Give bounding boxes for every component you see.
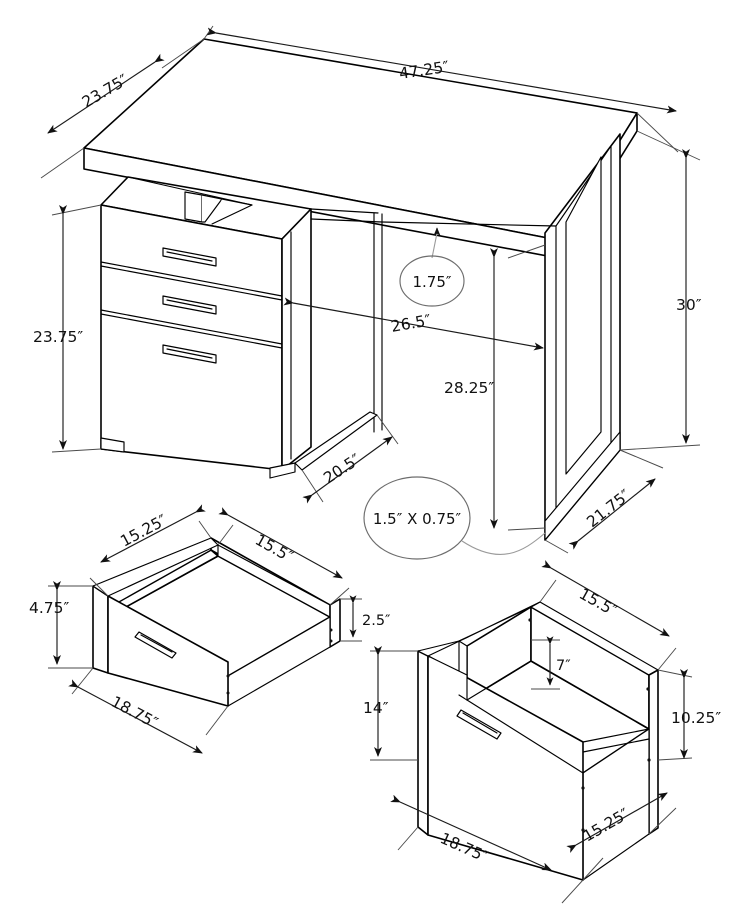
deep-drawer-interior-divider [466, 660, 532, 701]
drawer-divider-1b [100, 265, 283, 301]
deep-drawer-front-edge [417, 650, 429, 836]
dim-line-dd-bottom-depth [566, 792, 668, 853]
desk-brace-underedge [127, 176, 253, 206]
dim-label-leg-depth: 21.75″ [583, 486, 634, 531]
dim-line-top-width [206, 27, 677, 114]
shallow-drawer-wall-right [329, 598, 341, 648]
dim-line-top-depth [47, 53, 165, 134]
dim-label-top-thickness: 1.75″ [412, 273, 451, 291]
dim-line-leg-depth [568, 478, 656, 550]
deep-drawer-front-top-band [417, 636, 469, 657]
dim-line-dd-top-depth [541, 560, 670, 637]
deep-drawer-interior-divider-b [458, 694, 468, 701]
shallow-drawer-front-panel [92, 585, 109, 674]
dim-label-handle-size: 1.5″ X 0.75″ [373, 510, 462, 528]
desk-underside-edge-2 [310, 218, 383, 223]
cabinet-foot-left [100, 437, 125, 453]
dim-line-sd-inner-right [218, 507, 343, 579]
desk-brace-diagonal-1 [201, 194, 223, 223]
deep-drawer-interior-side-rail [582, 728, 650, 743]
dim-line-cabinet-depth [302, 436, 393, 504]
dim-label-sd-inner-right: 15.5″ [252, 531, 296, 566]
leader-top-thickness [431, 232, 438, 259]
leader-handle-size [461, 532, 546, 555]
dim-label-cabinet-height: 23.75″ [33, 328, 83, 346]
dim-line-knee-space [283, 297, 544, 351]
deep-drawer-bottom-inner-line [466, 699, 584, 774]
dim-line-sd-front-width [68, 679, 203, 754]
shallow-drawer-geometry [92, 537, 341, 707]
dim-label-dd-side-height: 10.25″ [671, 709, 721, 727]
dim-label-dd-front-height: 14″ [363, 699, 389, 717]
dim-line-sd-inner-left [100, 504, 206, 563]
cabinet-drawer-handle-middle [162, 295, 217, 315]
callout-bubble-top-thickness [399, 255, 465, 307]
drawer-divider-2 [100, 309, 283, 345]
dim-label-knee-space: 26.5″ [390, 311, 433, 336]
dim-label-overall-height: 30″ [676, 296, 702, 314]
dim-label-sd-side-height: 2.5″ [362, 613, 391, 629]
desk-right-leg-panel-frame [565, 156, 602, 475]
dim-label-sd-front-width: 18.75″ [108, 693, 161, 733]
shallow-drawer-handle [134, 631, 177, 659]
cabinet-drawer-handle-top [162, 247, 217, 267]
dim-label-top-depth: 23.75″ [79, 71, 132, 112]
desk-center-brace [184, 191, 203, 223]
dim-label-sd-front-height: 4.75″ [29, 599, 70, 617]
desk-underside-edge [310, 208, 379, 214]
drawer-divider-1 [100, 261, 283, 297]
dim-label-dd-top-depth: 15.5″ [576, 585, 620, 620]
cabinet-right-face [281, 208, 312, 471]
dim-label-cabinet-depth: 20.5″ [320, 450, 364, 487]
dim-label-leg-clearance: 28.25″ [444, 379, 494, 397]
cabinet-drawer-handle-bottom [162, 344, 217, 364]
deep-drawer-handle [456, 709, 502, 740]
dim-line-dd-front-width [390, 794, 552, 871]
deep-drawer-wall-right [648, 669, 659, 835]
callout-bubble-handle-size [363, 476, 471, 560]
dim-label-sd-inner-left: 15.25″ [117, 511, 170, 551]
dim-label-dd-divider: 7″ [556, 658, 571, 674]
drawer-divider-2b [100, 313, 283, 349]
deep-drawer-interior-side-rail-2 [582, 738, 650, 753]
cabinet-front-face [100, 204, 283, 471]
desk-right-underside [381, 221, 557, 227]
deep-drawer-interior-front-rail [427, 655, 468, 701]
cabinet-foot-right [269, 462, 296, 479]
